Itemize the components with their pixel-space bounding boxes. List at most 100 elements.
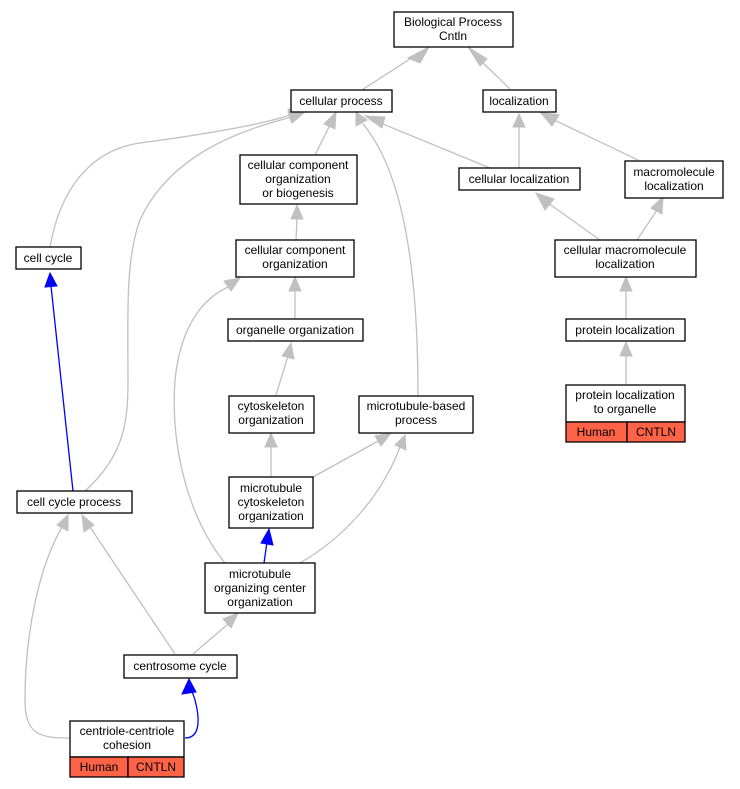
nodes: Biological Process Cntln cellular proces… xyxy=(15,11,724,778)
node-centriole-centriole-cohesion[interactable]: centriole-centriole cohesion Human CNTLN xyxy=(69,720,185,778)
node-localization[interactable]: localization xyxy=(482,89,557,113)
annotation-species-label: Human xyxy=(80,760,119,774)
edge-arrowhead xyxy=(287,111,307,124)
node-label-line: centriole-centriole xyxy=(80,724,175,738)
edge-arrowhead xyxy=(281,341,295,360)
node-label-line: localization xyxy=(644,179,703,193)
edge-centrosome-to-ccp xyxy=(89,526,176,655)
node-label-line: protein localization xyxy=(575,323,674,337)
edge-arrowhead xyxy=(512,112,526,128)
node-label-line: organization xyxy=(227,595,292,609)
node-label-line: cellular macromolecule xyxy=(564,243,687,257)
node-cell-cycle-process[interactable]: cell cycle process xyxy=(16,490,133,514)
edge-macro-loc-to-localization xyxy=(551,118,639,161)
edge-arrowhead xyxy=(619,340,633,357)
node-protein-localization-to-organelle[interactable]: protein localization to organelle Human … xyxy=(565,384,686,443)
edge-arrowhead xyxy=(81,513,95,533)
node-label-line: macromolecule xyxy=(633,165,715,179)
node-label-line: cytoskeleton xyxy=(238,495,305,509)
node-cellular-process[interactable]: cellular process xyxy=(290,89,393,113)
edge-arrowhead xyxy=(56,513,69,532)
node-label-line: cellular component xyxy=(248,158,349,172)
edge-arrowhead xyxy=(534,192,555,211)
edge-cohesion-to-ccp xyxy=(24,526,71,739)
node-label-line: organization xyxy=(262,257,327,271)
edge-arrowhead xyxy=(467,46,488,67)
node-label-line: cell cycle process xyxy=(27,495,121,509)
edge-mtoc-to-cco xyxy=(173,286,229,564)
edge-arrowhead xyxy=(260,527,274,546)
node-biological-process[interactable]: Biological Process Cntln xyxy=(393,11,514,48)
edge-arrowhead xyxy=(619,275,633,292)
node-cell-cycle[interactable]: cell cycle xyxy=(15,246,82,270)
edge-arrowhead xyxy=(288,275,302,292)
node-label-line: cellular localization xyxy=(469,172,570,186)
node-cytoskeleton-organization[interactable]: cytoskeleton organization xyxy=(228,395,315,434)
node-label-line: or biogenesis xyxy=(262,186,333,200)
edge-arrowhead xyxy=(374,432,393,447)
edge-arrowhead xyxy=(538,111,560,127)
node-centrosome-cycle[interactable]: centrosome cycle xyxy=(123,654,238,679)
annotation-gene-label: CNTLN xyxy=(636,425,676,439)
edge-mtbp-to-cellular-process xyxy=(362,123,419,397)
annotation-species-label: Human xyxy=(577,425,616,439)
node-label-line: organelle organization xyxy=(236,323,354,337)
edge-arrowhead xyxy=(264,431,278,448)
node-label-line: microtubule xyxy=(229,567,291,581)
edge-cml-to-macro-loc xyxy=(636,209,658,241)
annotation-gene-label: CNTLN xyxy=(136,760,176,774)
node-label-line: protein localization xyxy=(575,388,674,402)
node-label-line: to organelle xyxy=(594,402,657,416)
node-label-line: process xyxy=(395,413,437,427)
edge-arrowhead xyxy=(650,195,664,215)
node-label-line: cellular component xyxy=(245,243,346,257)
node-label-line: cohesion xyxy=(103,738,151,752)
edge-cell-loc-to-cellular-process xyxy=(377,121,491,169)
edge-arrowhead xyxy=(222,612,239,629)
edge-arrowhead xyxy=(290,203,304,220)
node-label-line: localization xyxy=(489,94,548,108)
node-protein-localization[interactable]: protein localization xyxy=(565,318,686,342)
node-label-line: cellular process xyxy=(299,94,382,108)
edge-cellular-process-to-root xyxy=(361,54,417,91)
edge-arrowhead xyxy=(223,277,242,292)
annotation-gene-tag xyxy=(127,756,185,778)
edge-cco-to-cccob xyxy=(295,217,298,241)
node-label-line: organization xyxy=(238,509,303,523)
edges xyxy=(24,45,664,739)
node-macromolecule-localization[interactable]: macromolecule localization xyxy=(624,160,724,199)
edge-ccp-to-cell-cycle xyxy=(50,285,74,492)
node-microtubule-cytoskeleton-organization[interactable]: microtubule cytoskeleton organization xyxy=(228,476,314,529)
annotation-gene-tag xyxy=(626,421,686,443)
node-microtubule-based-process[interactable]: microtubule-based process xyxy=(358,395,474,434)
node-microtubule-organizing-center-organization[interactable]: microtubule organizing center organizati… xyxy=(204,562,316,614)
edge-mtoc-to-mtbp xyxy=(299,446,401,564)
node-organelle-organization[interactable]: organelle organization xyxy=(227,318,364,342)
node-cellular-component-organization-or-biogenesis[interactable]: cellular component organization or bioge… xyxy=(239,154,358,205)
node-label-line: organizing center xyxy=(214,581,306,595)
edge-cccob-to-cellular-process xyxy=(314,124,331,156)
edge-cml-to-cell-loc xyxy=(547,202,601,241)
node-label-line: centrosome cycle xyxy=(133,659,227,673)
edge-mtoc-to-mtco xyxy=(263,541,268,564)
edge-centrosome-to-mtoc xyxy=(192,623,229,655)
edge-arrowhead xyxy=(394,433,407,451)
edge-mtco-to-mtbp xyxy=(312,439,381,478)
node-label-line: organization xyxy=(265,172,330,186)
edge-arrowhead xyxy=(363,115,386,129)
node-label-line: microtubule xyxy=(240,481,302,495)
node-cellular-macromolecule-localization[interactable]: cellular macromolecule localization xyxy=(554,239,697,278)
node-label-line: Cntln xyxy=(439,29,467,43)
edge-arrowhead xyxy=(355,111,368,127)
edge-ccp-to-cellular-process xyxy=(84,116,293,492)
node-label-line: Biological Process xyxy=(404,15,502,29)
node-label-line: cytoskeleton xyxy=(238,399,305,413)
edge-arrowhead xyxy=(406,45,431,64)
edge-cyto-to-organelle xyxy=(275,355,289,396)
node-cellular-localization[interactable]: cellular localization xyxy=(458,167,581,191)
node-cellular-component-organization[interactable]: cellular component organization xyxy=(235,239,355,278)
edge-cohesion-to-centrosome xyxy=(184,689,199,739)
edge-cell-cycle-to-cellular-process xyxy=(49,114,291,248)
node-label-line: organization xyxy=(238,413,303,427)
